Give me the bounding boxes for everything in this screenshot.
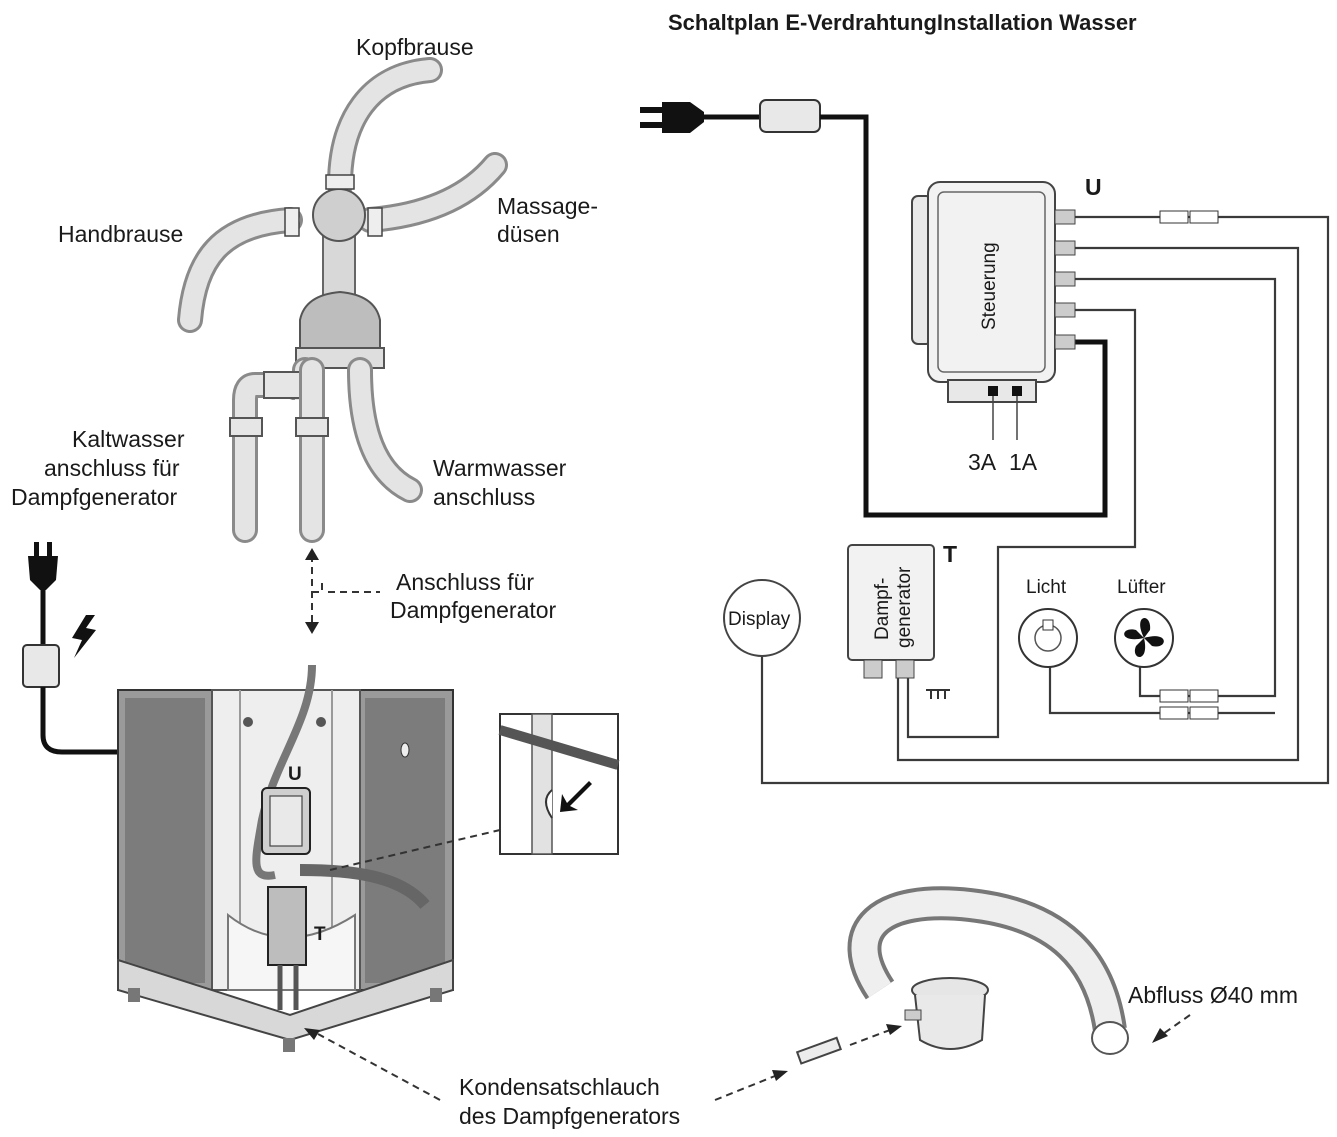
- label-kaltwasser-1: Kaltwasser: [72, 426, 185, 452]
- label-kaltwasser-3: Dampfgenerator: [11, 484, 178, 510]
- lightning-icon: [72, 615, 96, 658]
- light-bulb-icon: [1018, 608, 1078, 668]
- licht-label: Licht: [1026, 577, 1067, 598]
- label-massage-1: Massage-: [497, 193, 598, 219]
- label-abfluss: Abfluss Ø40 mm: [1128, 982, 1298, 1008]
- label-warmwasser-2: anschluss: [433, 484, 535, 510]
- signal-wires: [760, 210, 1330, 785]
- power-plug-icon: [22, 542, 323, 840]
- generator-label-1: Dampf-: [872, 578, 893, 640]
- label-kondensat-1: Kondensatschlauch: [459, 1074, 660, 1100]
- control-unit: Steuerung: [911, 181, 1076, 440]
- steam-generator: Dampf- generator: [847, 544, 950, 699]
- shower-cabin: [117, 664, 454, 1052]
- generator-marker-t: T: [943, 541, 957, 567]
- display-label: Display: [728, 609, 791, 630]
- label-kondensat-2: des Dampfgenerators: [459, 1103, 680, 1129]
- label-kopfbrause: Kopfbrause: [356, 34, 474, 60]
- label-anschluss-2: Dampfgenerator: [390, 597, 557, 623]
- display-unit: [723, 579, 801, 657]
- label-kaltwasser-2: anschluss für: [44, 455, 180, 481]
- label-handbrause: Handbrause: [58, 221, 183, 247]
- cabin-marker-u: U: [288, 764, 302, 785]
- condensate-arrows: [304, 1024, 902, 1101]
- control-unit-label: Steuerung: [979, 242, 1000, 330]
- cabin-marker-t: T: [314, 924, 326, 945]
- label-anschluss-1: Anschluss für: [396, 569, 534, 595]
- wiring-mains: [640, 99, 1108, 518]
- control-marker-u: U: [1085, 174, 1102, 200]
- detail-inset: [329, 713, 620, 871]
- connection-arrow: [305, 548, 380, 634]
- fan-icon: [1114, 608, 1174, 668]
- water-manifold: [177, 57, 508, 543]
- fuse-3a-label: 3A: [968, 449, 997, 475]
- drain-assembly: [795, 886, 1129, 1065]
- diagram-title: Schaltplan E-VerdrahtungInstallation Was…: [668, 10, 1137, 35]
- generator-label-2: generator: [894, 566, 915, 648]
- fuse-1a-label: 1A: [1009, 449, 1038, 475]
- label-massage-2: düsen: [497, 221, 560, 247]
- label-warmwasser-1: Warmwasser: [433, 455, 567, 481]
- luefter-label: Lüfter: [1117, 577, 1166, 598]
